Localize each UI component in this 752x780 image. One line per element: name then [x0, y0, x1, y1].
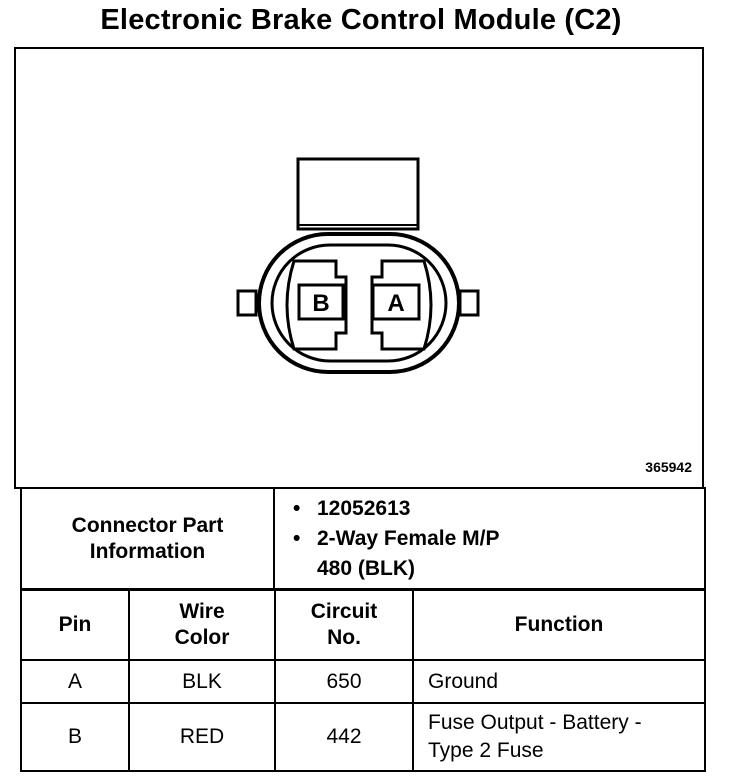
circuit-cell: 442 [274, 702, 414, 772]
header-pin: Pin [20, 588, 130, 661]
page-title: Electronic Brake Control Module (C2) [100, 4, 622, 36]
wire-color-cell: RED [128, 702, 276, 772]
table-row: A BLK 650 Ground [20, 659, 706, 704]
connector-info-table: Connector Part Information • 12052613 • … [20, 487, 706, 591]
bullet-icon: • [293, 527, 301, 550]
part-number: 12052613 [317, 497, 411, 520]
cavity-b-label: B [312, 290, 329, 317]
header-circuit-no: Circuit No. [274, 588, 414, 661]
connector-diagram: B A 365942 [14, 47, 704, 489]
connector-left-ear [236, 289, 258, 317]
header-function: Function [412, 588, 706, 661]
pin-table-header: Pin Wire Color Circuit No. Function [20, 588, 706, 661]
connector-description-line2: 480 (BLK) [317, 557, 416, 580]
connector-info-list: • 12052613 • 2-Way Female M/P 480 (BLK) [273, 487, 706, 591]
circuit-cell: 650 [274, 659, 414, 704]
bullet-icon: • [293, 497, 301, 520]
pin-cell: A [20, 659, 130, 704]
wire-color-cell: BLK [128, 659, 276, 704]
function-cell: Fuse Output - Battery - Type 2 Fuse [412, 702, 706, 772]
connector-info-label-line2: Information [89, 540, 206, 563]
figure-number: 365942 [645, 459, 692, 475]
connector-right-ear [458, 289, 480, 317]
connector-info-label-line1: Connector Part [71, 514, 224, 537]
pin-cell: B [20, 702, 130, 772]
connector-description-line1: 2-Way Female M/P [317, 527, 500, 550]
cavity-b-label-box [297, 283, 345, 321]
pin-table: Pin Wire Color Circuit No. Function A BL… [20, 588, 706, 772]
header-wire-color: Wire Color [128, 588, 276, 661]
cavity-a-label: A [387, 290, 404, 317]
connector-info-label: Connector Part Information [20, 487, 275, 591]
function-cell: Ground [412, 659, 706, 704]
cavity-a-label-box [371, 283, 421, 321]
connector-description-item: • 2-Way Female M/P [293, 524, 704, 554]
table-row: B RED 442 Fuse Output - Battery - Type 2… [20, 702, 706, 772]
connector-latch [296, 157, 420, 231]
part-number-item: • 12052613 [293, 494, 704, 524]
connector-face-drawing: B A [236, 157, 480, 374]
